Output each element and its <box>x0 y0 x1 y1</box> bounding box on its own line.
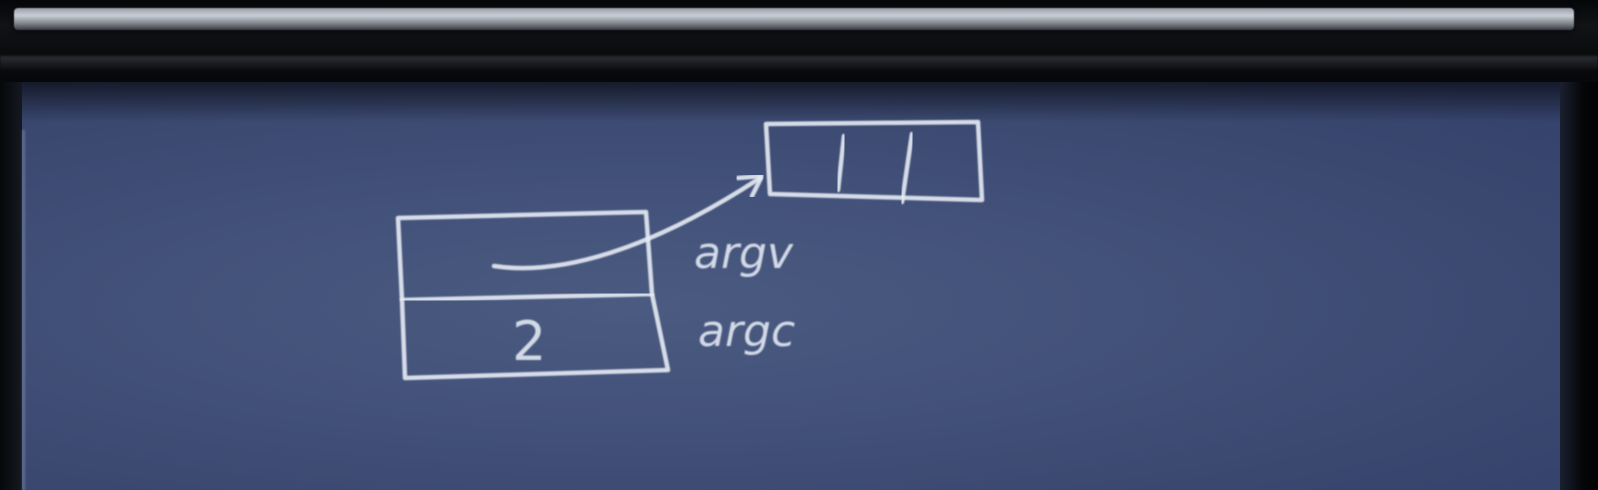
chalkboard-surface <box>0 82 1598 490</box>
arrowhead <box>735 173 765 199</box>
board-frame-left <box>0 82 22 490</box>
chalk-ledge <box>14 8 1574 30</box>
board-frame-right <box>1560 82 1598 490</box>
stack-frame-divider <box>399 291 655 303</box>
argv-pointer-arrow <box>491 173 765 271</box>
stack-frame-diagram <box>395 209 671 381</box>
argc-value: 2 <box>512 310 546 373</box>
array-cell-divider-2 <box>899 131 915 205</box>
board-edge-left <box>22 130 25 490</box>
board-top-shadow <box>0 82 1598 122</box>
argv-label: argv <box>694 228 794 279</box>
array-outline <box>763 119 985 203</box>
ledge-shadow <box>0 56 1598 70</box>
argv-array-diagram <box>763 119 985 205</box>
array-cell-divider-1 <box>835 133 847 193</box>
argc-label: argc <box>698 306 795 357</box>
arrow-shaft <box>491 175 763 271</box>
